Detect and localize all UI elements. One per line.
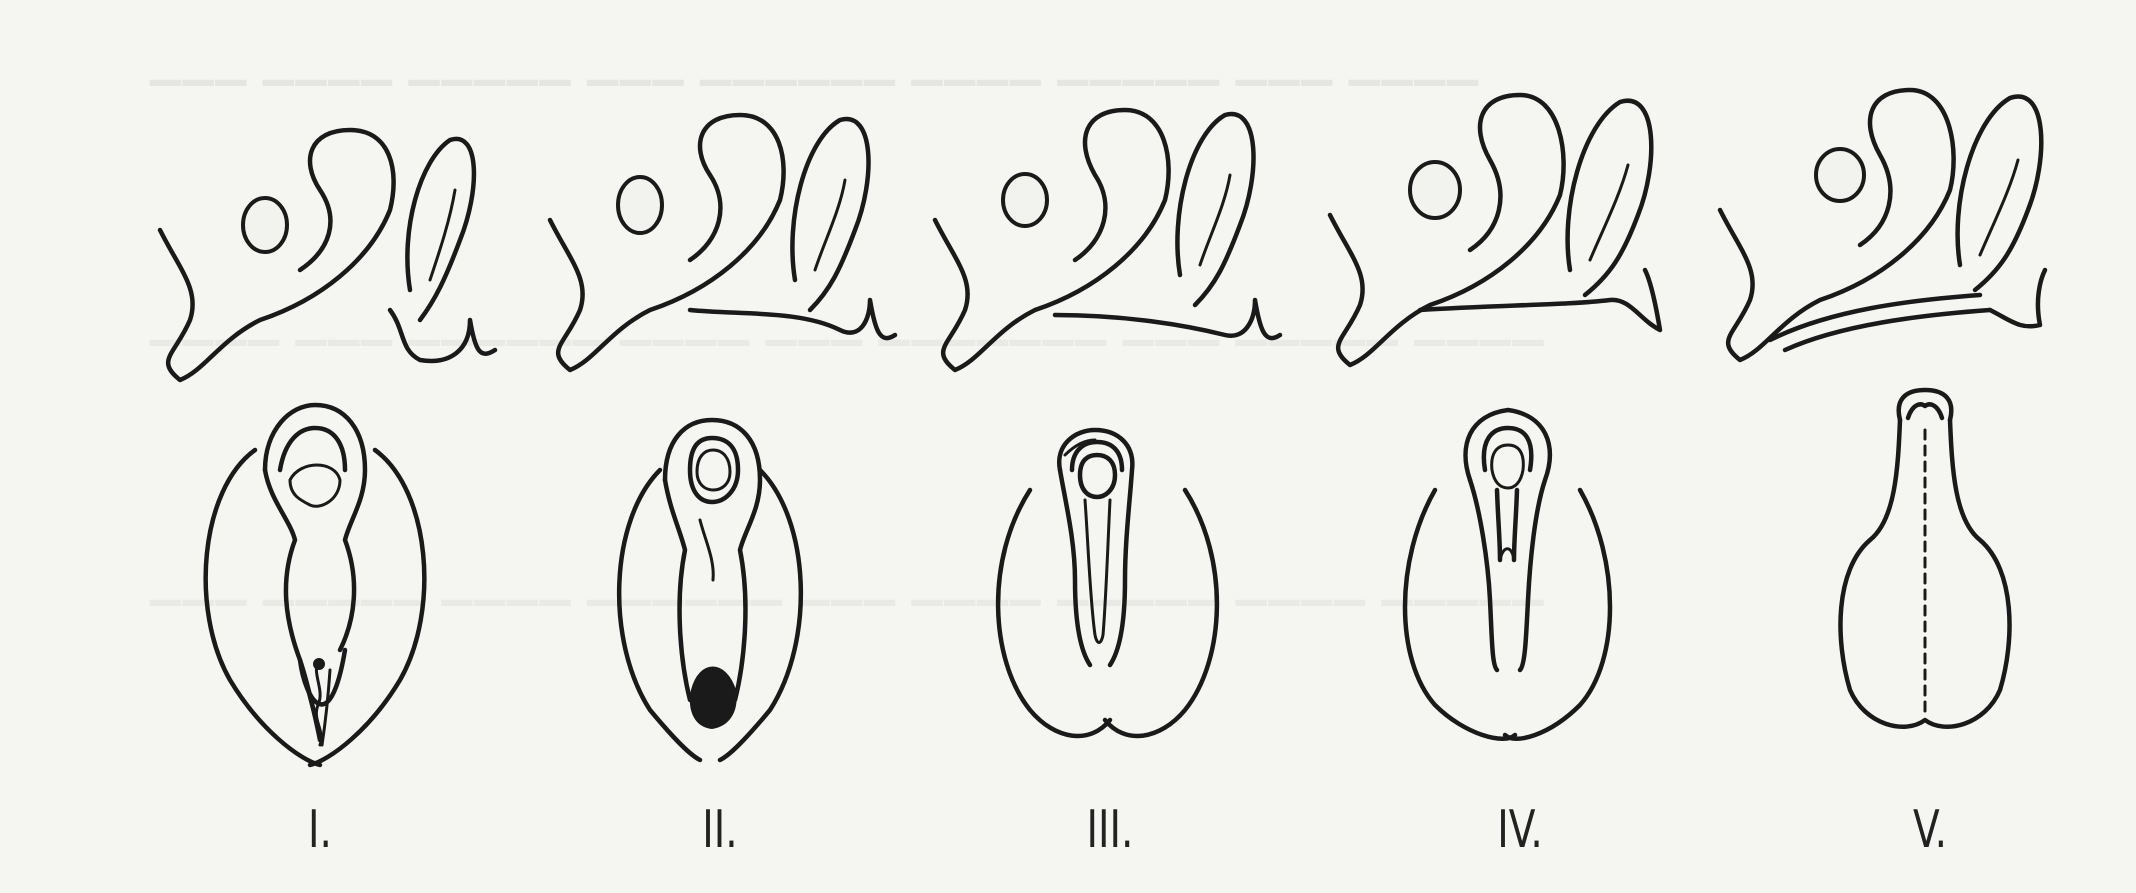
stage-label-4: IV. <box>1468 800 1573 860</box>
frontal-view-stage-3 <box>998 430 1217 736</box>
stage-label-1: I. <box>268 800 373 860</box>
follicle-dotted <box>243 198 287 252</box>
stage-label-3: III. <box>1058 800 1163 860</box>
sagittal-section-stage-2 <box>550 115 895 370</box>
frontal-view-stage-4 <box>1405 410 1610 739</box>
frontal-view-stage-1 <box>206 405 425 765</box>
follicle-dotted <box>618 177 662 233</box>
sagittal-section-stage-1 <box>160 130 495 380</box>
frontal-view-stage-2 <box>619 420 801 760</box>
follicle-dotted <box>1003 174 1047 226</box>
follicle-dotted <box>1410 162 1460 218</box>
sagittal-section-stage-3 <box>935 110 1280 370</box>
sagittal-section-stage-5 <box>1720 90 2045 360</box>
frontal-view-stage-5 <box>1840 390 2009 727</box>
stage-label-2: II. <box>668 800 773 860</box>
sagittal-section-stage-4 <box>1330 95 1660 365</box>
follicle-dotted <box>1816 149 1864 201</box>
stage-label-5: V. <box>1878 800 1983 860</box>
